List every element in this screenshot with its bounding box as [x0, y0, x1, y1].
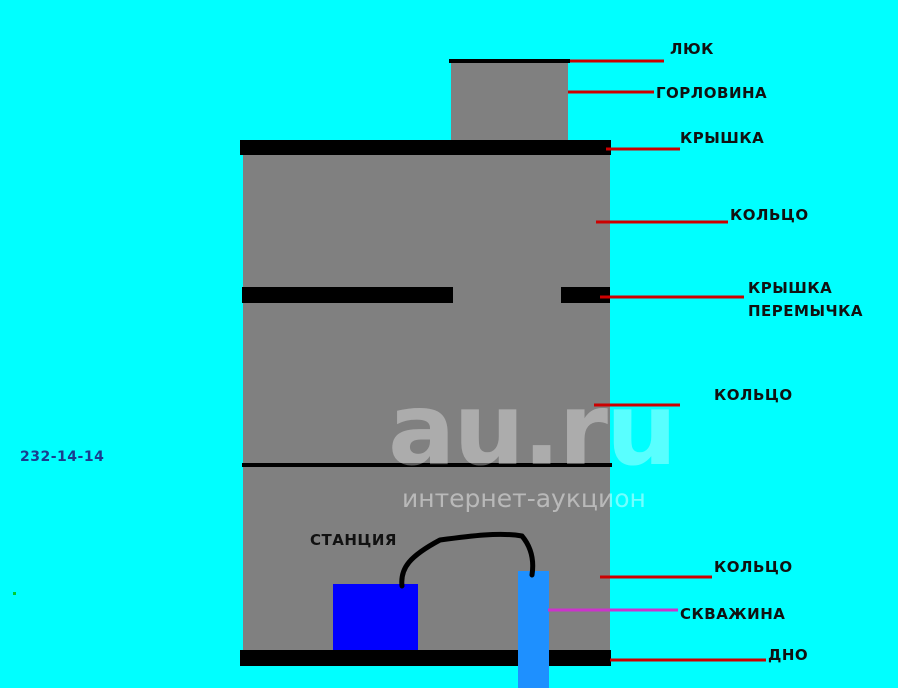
green-dot — [13, 592, 16, 595]
label-kryshka-2: КРЫШКА — [748, 279, 833, 297]
label-gorlovina: ГОРЛОВИНА — [656, 84, 768, 102]
label-koltso-3: КОЛЬЦО — [714, 558, 793, 576]
bottom-slab — [240, 650, 611, 666]
pump-station — [333, 584, 418, 650]
label-dno: ДНО — [768, 646, 809, 664]
cover-slab — [240, 140, 611, 155]
connecting-hose — [399, 531, 536, 589]
partition-slab-right — [561, 287, 610, 303]
label-peremychka: ПЕРЕМЫЧКА — [748, 302, 864, 320]
partition-slab-left — [242, 287, 453, 303]
label-kryshka: КРЫШКА — [680, 129, 765, 147]
label-lyuk: ЛЮК — [670, 40, 714, 58]
label-skvazhina: СКВАЖИНА — [680, 605, 786, 623]
neck — [451, 61, 568, 143]
label-koltso-1: КОЛЬЦО — [730, 206, 809, 224]
phone-number: 232-14-14 — [20, 449, 105, 465]
label-stantsiya: СТАНЦИЯ — [310, 531, 397, 549]
watermark-tagline: интернет-аукцион — [402, 484, 646, 513]
label-koltso-2: КОЛЬЦО — [714, 386, 793, 404]
well-pipe — [518, 571, 549, 688]
watermark-brand: au.ru — [388, 371, 677, 488]
